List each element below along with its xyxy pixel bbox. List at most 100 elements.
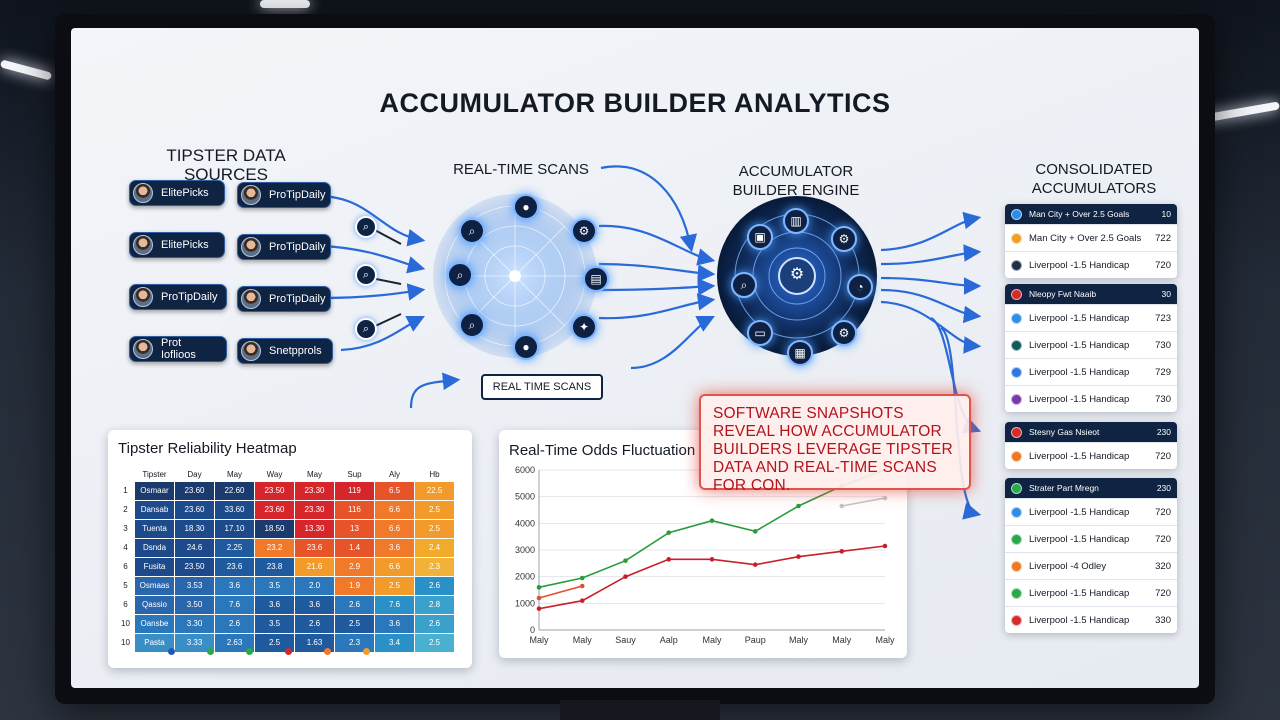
heatmap-column-header: Hb: [429, 469, 440, 479]
heatmap-cell: 23.6: [214, 556, 255, 577]
search-icon[interactable]: ⌕: [459, 312, 485, 338]
source-pill[interactable]: ProTipDaily: [237, 182, 331, 208]
heatmap-cell: 2.5: [334, 613, 375, 634]
heatmap-cell: 2.5: [414, 632, 455, 653]
search-icon[interactable]: ⌕: [731, 272, 757, 298]
heatmap-cell: 2.9: [334, 556, 375, 577]
accumulator-row[interactable]: Liverpool -1.5 Handicap 730: [1005, 385, 1177, 412]
heatmap-cell: 21.6: [294, 556, 335, 577]
avatar: [133, 183, 153, 203]
source-name: ElitePicks: [161, 239, 209, 251]
heatmap-cell: 2.4: [414, 537, 455, 558]
avatar: [241, 185, 261, 205]
accumulator-group: Stesny Gas Nsieot 230 Liverpool -1.5 Han…: [1005, 422, 1177, 469]
status-dot: [1011, 288, 1022, 300]
ceiling-light: [0, 59, 53, 81]
accumulator-row[interactable]: Liverpool -1.5 Handicap 729: [1005, 358, 1177, 385]
heatmap-tipster-name: Dsnda: [134, 537, 175, 558]
sources-title: TIPSTER DATA SOURCES: [166, 146, 286, 184]
search-icon[interactable]: ⌕: [459, 218, 485, 244]
callout-banner: SOFTWARE SNAPSHOTS REVEAL HOW ACCUMULATO…: [699, 394, 971, 494]
data-point: [709, 557, 715, 562]
data-point: [796, 554, 801, 559]
accumulator-row[interactable]: Liverpool -1.5 Handicap 720: [1005, 579, 1177, 606]
accumulator-row[interactable]: Man City + Over 2.5 Goals 722: [1005, 224, 1177, 251]
accumulator-row[interactable]: Liverpool -1.5 Handicap 720: [1005, 251, 1177, 278]
pie-icon[interactable]: ◔: [847, 274, 873, 300]
source-pill[interactable]: Snetpprols: [237, 338, 333, 364]
user-icon[interactable]: ●: [513, 194, 539, 220]
search-icon[interactable]: ⌕: [447, 262, 473, 288]
handshake-icon[interactable]: ✦: [571, 314, 597, 340]
accumulator-row[interactable]: Liverpool -1.5 Handicap 720: [1005, 525, 1177, 552]
heatmap-cell: 23.30: [294, 480, 335, 501]
avatar: [133, 339, 153, 359]
source-pill[interactable]: ElitePicks: [129, 232, 225, 258]
status-dot: [1011, 587, 1022, 599]
heatmap-tipster-name: Oansbe: [134, 613, 175, 634]
heatmap-tipster-name: Osmaar: [134, 480, 175, 501]
briefcase-icon[interactable]: ▣: [747, 224, 773, 250]
accumulator-group-header[interactable]: Man City + Over 2.5 Goals 10: [1005, 204, 1177, 224]
engine-title: ACCUMULATOR BUILDER ENGINE: [721, 162, 871, 200]
status-dot: [1011, 312, 1022, 324]
engine-title-line: BUILDER ENGINE: [732, 182, 860, 199]
row-value: 720: [1155, 259, 1171, 271]
search-icon: ⌕: [355, 216, 377, 238]
source-pill[interactable]: Prot Ioflioos: [129, 336, 227, 362]
heatmap-cell: 7.6: [374, 594, 415, 615]
heatmap-cell: 116: [334, 499, 375, 520]
heatmap-cell: 3.6: [294, 594, 335, 615]
status-dot: [1011, 560, 1022, 572]
accumulator-row[interactable]: Liverpool -1.5 Handicap 720: [1005, 442, 1177, 469]
accumulator-group-header[interactable]: Nleopy Fwt Naaib 30: [1005, 284, 1177, 304]
heatmap-cell: 6.6: [374, 518, 415, 539]
accumulator-row[interactable]: Liverpool -1.5 Handicap 330: [1005, 606, 1177, 633]
data-point: [579, 583, 585, 589]
x-tick-label: Sauy: [615, 635, 636, 645]
source-pill[interactable]: ProTipDaily: [129, 284, 227, 310]
accumulator-group-header[interactable]: Stesny Gas Nsieot 230: [1005, 422, 1177, 442]
heatmap-cell: 1.9: [334, 575, 375, 596]
source-pill[interactable]: ProTipDaily: [237, 286, 331, 312]
accumulator-row[interactable]: Liverpool -1.5 Handicap 723: [1005, 304, 1177, 331]
row-value: 723: [1155, 312, 1171, 324]
heatmap-column-header: Sup: [347, 469, 362, 479]
accumulator-row[interactable]: Liverpool -4 Odley 320: [1005, 552, 1177, 579]
group-value: 230: [1156, 427, 1171, 437]
search-icon: ⌕: [355, 264, 377, 286]
heatmap-cell: 3.5: [254, 613, 295, 634]
chart-icon[interactable]: ▤: [583, 266, 609, 292]
document-icon[interactable]: ▥: [783, 208, 809, 234]
settings-icon[interactable]: ⚙: [831, 320, 857, 346]
row-label: Liverpool -1.5 Handicap: [1029, 587, 1130, 599]
heatmap-tipster-name: Dansab: [134, 499, 175, 520]
heatmap-cell: 23.6: [294, 537, 335, 558]
heatmap-cell: 2.6: [334, 594, 375, 615]
data-point: [623, 558, 628, 563]
heatmap-cell: 2.5: [374, 575, 415, 596]
heatmap-cell: 3.4: [374, 632, 415, 653]
data-point: [579, 575, 585, 581]
gear-icon[interactable]: ⚙: [571, 218, 597, 244]
real-time-scans-button[interactable]: REAL TIME SCANS: [481, 374, 603, 400]
gear-icon[interactable]: ⚙: [831, 226, 857, 252]
source-pill[interactable]: ElitePicks: [129, 180, 225, 206]
accumulator-group-header[interactable]: Strater Part Mregn 230: [1005, 478, 1177, 498]
data-point: [796, 503, 801, 509]
data-point: [752, 562, 758, 567]
wallet-icon[interactable]: ▭: [747, 320, 773, 346]
heatmap-cell: 23.50: [254, 480, 295, 501]
legend-dot: [207, 648, 214, 655]
engine-gear-icon: ⚙: [789, 266, 805, 283]
heatmap-cell: 2.6: [294, 613, 335, 634]
calendar-icon[interactable]: ▦: [787, 340, 813, 366]
heatmap-tipster-name: Tuenta: [134, 518, 175, 539]
heatmap-panel: Tipster Reliability Heatmap Tipster Day …: [108, 430, 472, 668]
accumulator-row[interactable]: Liverpool -1.5 Handicap 720: [1005, 498, 1177, 525]
status-dot: [1011, 339, 1022, 351]
accumulator-row[interactable]: Liverpool -1.5 Handicap 730: [1005, 331, 1177, 358]
source-pill[interactable]: ProTipDaily: [237, 234, 331, 260]
user-icon[interactable]: ●: [513, 334, 539, 360]
legend-dot: [246, 648, 253, 655]
